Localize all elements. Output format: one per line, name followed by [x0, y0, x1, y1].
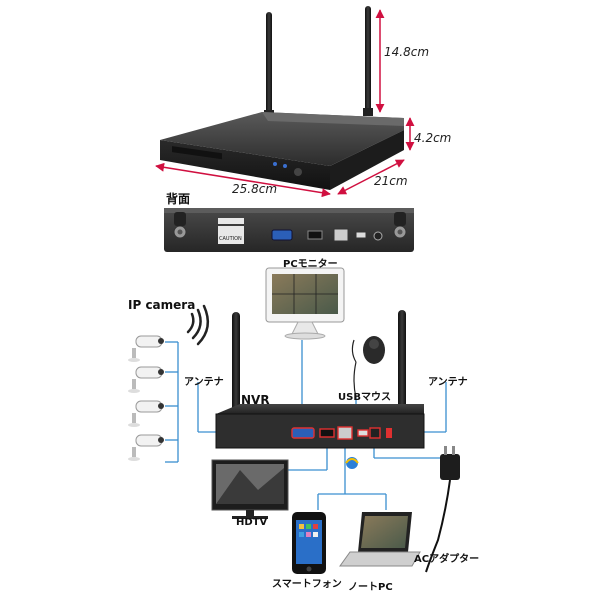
ip-camera-2 [128, 366, 164, 393]
dimension-antenna-height-label: 14.8cm [384, 45, 430, 59]
laptop-label: ノートPC [348, 582, 393, 593]
ip-camera-4 [128, 434, 164, 461]
dimension-unit-depth-arrow [337, 159, 405, 195]
pc-monitor [265, 267, 345, 340]
nvr-label: NVR [241, 393, 270, 407]
smartphone [292, 512, 326, 574]
dimension-unit-width-label: 25.8cm [232, 182, 278, 196]
rear-panel-caution-label: CAUTION [219, 236, 242, 242]
smartphone-label: スマートフォン [272, 579, 342, 590]
nvr-diagram-body [215, 404, 425, 449]
rear-panel [164, 208, 414, 252]
ac-adapter [425, 446, 460, 573]
hdtv-label: HDTV [236, 517, 268, 528]
wifi-signal-icon [186, 304, 210, 346]
ip-camera-label: IP camera [128, 298, 196, 312]
laptop [339, 512, 421, 567]
dimension-unit-height-label: 4.2cm [414, 131, 452, 145]
ip-camera-3 [128, 400, 164, 427]
antenna-right-label: アンテナ [428, 377, 468, 388]
dimension-unit-depth-label: 21cm [374, 174, 408, 188]
dimension-unit-width-arrow [155, 162, 331, 198]
product-antenna-right [363, 6, 373, 116]
product-antenna-left [264, 12, 274, 118]
antenna-left-label: アンテナ [184, 377, 224, 388]
ip-camera-1 [128, 335, 164, 362]
ac-adapter-label: ACアダプター [414, 554, 480, 565]
usb-mouse-label: USBマウス [338, 392, 391, 403]
pc-monitor-label: PCモニター [283, 259, 338, 270]
rear-panel-title: 背面 [166, 192, 191, 206]
connection-lines [165, 340, 447, 510]
usb-mouse [351, 336, 385, 399]
hdtv [211, 459, 289, 519]
browser-icon [345, 457, 359, 469]
